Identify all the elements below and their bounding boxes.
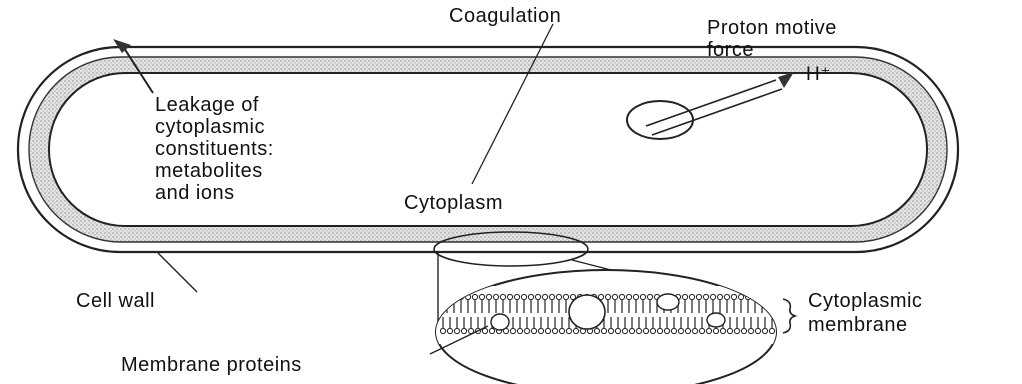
lipid-head	[482, 328, 487, 333]
cytoplasm-label: Cytoplasm	[404, 192, 503, 214]
cytoplasmic-membrane-label: Cytoplasmic membrane	[808, 290, 928, 336]
lipid-head	[507, 294, 512, 299]
lipid-head	[535, 294, 540, 299]
lipid-head	[640, 294, 645, 299]
lipid-head	[612, 294, 617, 299]
membrane-protein	[569, 295, 605, 329]
lipid-head	[706, 328, 711, 333]
lipid-head	[734, 328, 739, 333]
lipid-head	[451, 294, 456, 299]
lipid-head	[528, 294, 533, 299]
lipid-head	[773, 294, 778, 299]
lipid-head	[692, 328, 697, 333]
lipid-head	[605, 294, 610, 299]
lipid-head	[629, 328, 634, 333]
lipid-head	[703, 294, 708, 299]
lipid-head	[563, 294, 568, 299]
lipid-head	[664, 328, 669, 333]
lipid-head	[608, 328, 613, 333]
cell-wall-pointer	[158, 253, 197, 292]
membrane-protein	[657, 294, 679, 310]
membrane-protein	[491, 314, 509, 330]
lipid-head	[542, 294, 547, 299]
lipid-head	[517, 328, 522, 333]
lipid-head	[552, 328, 557, 333]
lipid-head	[699, 328, 704, 333]
lipid-head	[643, 328, 648, 333]
lipid-head	[682, 294, 687, 299]
lipid-head	[461, 328, 466, 333]
lipid-head	[486, 294, 491, 299]
lipid-head	[769, 328, 774, 333]
lipid-head	[776, 328, 781, 333]
lipid-head	[633, 294, 638, 299]
lipid-head	[622, 328, 627, 333]
lipid-head	[762, 328, 767, 333]
lipid-head	[741, 328, 746, 333]
lipid-head	[514, 294, 519, 299]
lipid-head	[573, 328, 578, 333]
lipid-head	[521, 294, 526, 299]
lipid-head	[752, 294, 757, 299]
lipid-head	[545, 328, 550, 333]
lipid-head	[601, 328, 606, 333]
proton-pore	[627, 101, 693, 139]
lipid-head	[759, 294, 764, 299]
lipid-head	[559, 328, 564, 333]
lipid-head	[657, 328, 662, 333]
membrane-protein	[707, 313, 725, 327]
membrane-brace	[783, 299, 795, 333]
lipid-head	[717, 294, 722, 299]
lipid-head	[696, 294, 701, 299]
coagulation-label: Coagulation	[449, 5, 561, 27]
lipid-head	[594, 328, 599, 333]
lipid-head	[556, 294, 561, 299]
lipid-head	[489, 328, 494, 333]
lipid-head	[685, 328, 690, 333]
lipid-head	[531, 328, 536, 333]
lipid-head	[510, 328, 515, 333]
lipid-head	[671, 328, 676, 333]
lipid-head	[636, 328, 641, 333]
lipid-head	[720, 328, 725, 333]
lipid-head	[626, 294, 631, 299]
lipid-head	[493, 294, 498, 299]
lipid-head	[538, 328, 543, 333]
lipid-head	[678, 328, 683, 333]
lipid-head	[524, 328, 529, 333]
membrane-proteins-label: Membrane proteins	[121, 354, 302, 376]
lipid-head	[444, 294, 449, 299]
lipid-head	[731, 294, 736, 299]
lipid-head	[766, 294, 771, 299]
lipid-head	[755, 328, 760, 333]
lipid-head	[440, 328, 445, 333]
lipid-head	[549, 294, 554, 299]
lipid-head	[647, 294, 652, 299]
h-plus-label: H⁺	[806, 64, 831, 85]
lipid-head	[650, 328, 655, 333]
lipid-head	[472, 294, 477, 299]
lipid-head	[566, 328, 571, 333]
lipid-head	[447, 328, 452, 333]
lipid-head	[710, 294, 715, 299]
lipid-head	[479, 294, 484, 299]
cell-wall-label: Cell wall	[76, 290, 155, 312]
lipid-head	[724, 294, 729, 299]
lipid-head	[500, 294, 505, 299]
lipid-head	[454, 328, 459, 333]
lipid-head	[689, 294, 694, 299]
lipid-head	[619, 294, 624, 299]
lipid-head	[748, 328, 753, 333]
lipid-head	[713, 328, 718, 333]
lipid-head	[727, 328, 732, 333]
lipid-head	[615, 328, 620, 333]
